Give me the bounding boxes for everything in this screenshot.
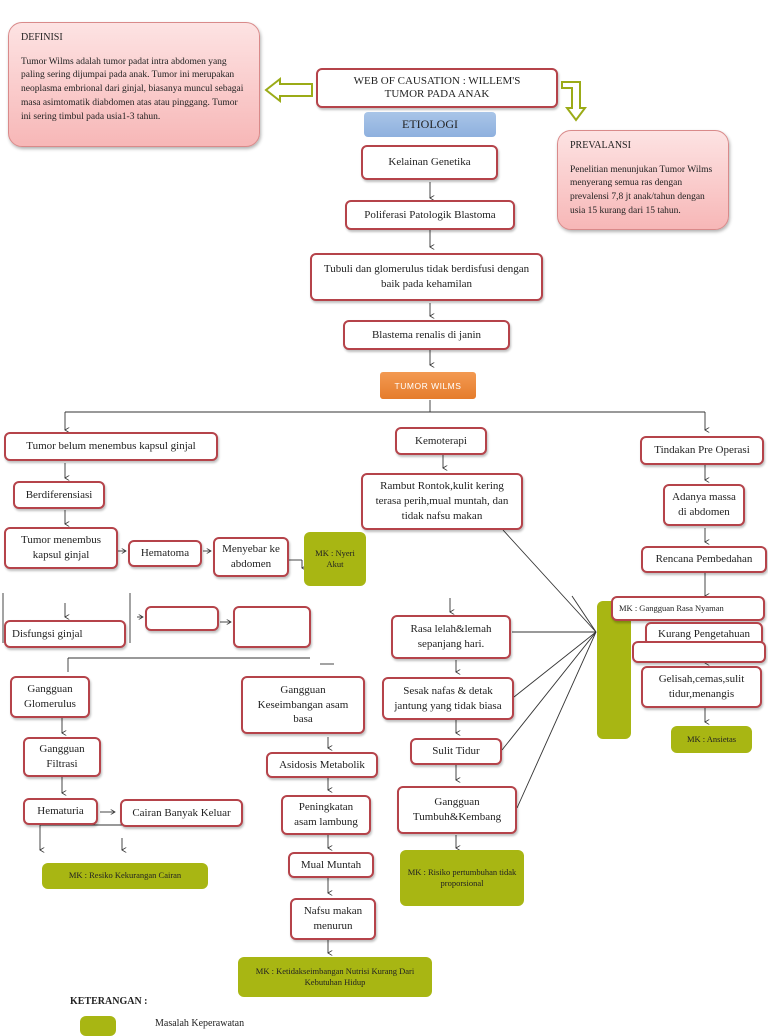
- node-rencana-pembedahan: Rencana Pembedahan: [641, 546, 767, 573]
- definisi-title: DEFINISI: [21, 32, 63, 43]
- legend-title: KETERANGAN :: [70, 996, 148, 1007]
- node-disfungsi-ginjal: Disfungsi ginjal: [4, 620, 126, 648]
- diagram-title-box: WEB OF CAUSATION : WILLEM'S TUMOR PADA A…: [316, 68, 558, 108]
- node-gangguan-filtrasi: Gangguan Filtrasi: [23, 737, 101, 777]
- node-tumor-menembus: Tumor menembus kapsul ginjal: [4, 527, 118, 569]
- node-nafsu-makan-menurun: Nafsu makan menurun: [290, 898, 376, 940]
- node-hematuria: Hematuria: [23, 798, 98, 825]
- node-keseimbangan-asam-basa: Gangguan Keseimbangan asam basa: [241, 676, 365, 734]
- node-rasa-lelah: Rasa lelah&lemah sepanjang hari.: [391, 615, 511, 659]
- node-tubuli: Tubuli dan glomerulus tidak berdisfusi d…: [310, 253, 543, 301]
- legend-swatch: [80, 1016, 116, 1036]
- mk-risiko-pertumbuhan: MK : Risiko pertumbuhan tidak proporsion…: [400, 850, 524, 906]
- left-hollow-arrow-icon: [264, 76, 313, 104]
- prevalensi-title: PREVALANSI: [570, 140, 631, 151]
- node-gangguan-tumbuh-kembang: Gangguan Tumbuh&Kembang: [397, 786, 517, 834]
- node-tumor-belum-menembus: Tumor belum menembus kapsul ginjal: [4, 432, 218, 461]
- mk-ansietas: MK : Ansietas: [671, 726, 752, 753]
- node-rasa-nyaman-box: MK : Gangguan Rasa Nyaman: [611, 596, 765, 621]
- node-menyebar: Menyebar ke abdomen: [213, 537, 289, 577]
- mk-gangguan-rasa-nyaman: [597, 601, 631, 739]
- node-sulit-tidur: Sulit Tidur: [410, 738, 502, 765]
- mk-nyeri-akut: MK : Nyeri Akut: [304, 532, 366, 586]
- diagram-title-line2: TUMOR PADA ANAK: [384, 88, 490, 100]
- node-adanya-massa: Adanya massa di abdomen: [663, 484, 745, 526]
- definisi-card: DEFINISI Tumor Wilms adalah tumor padat …: [8, 22, 260, 147]
- etiologi-label: ETIOLOGI: [364, 112, 496, 137]
- node-blastema: Blastema renalis di janin: [343, 320, 510, 350]
- node-gelisah-cemas: Gelisah,cemas,sulit tidur,menangis: [641, 666, 762, 708]
- mk-resiko-kekurangan-cairan: MK : Resiko Kekurangan Cairan: [42, 863, 208, 889]
- node-asidosis-metabolik: Asidosis Metabolik: [266, 752, 378, 778]
- node-peningkatan-asam-lambung: Peningkatan asam lambung: [281, 795, 371, 835]
- node-hematoma: Hematoma: [128, 540, 202, 567]
- node-mual-muntah: Mual Muntah: [288, 852, 374, 878]
- down-hollow-arrow-icon: [561, 81, 587, 122]
- diagram-title-line1: WEB OF CAUSATION : WILLEM'S: [353, 74, 521, 87]
- node-empty-3: [632, 641, 766, 663]
- node-empty-2: [233, 606, 311, 648]
- node-sesak-nafas: Sesak nafas & detak jantung yang tidak b…: [382, 677, 514, 720]
- node-gangguan-glomerulus: Gangguan Glomerulus: [10, 676, 90, 718]
- tumor-wilms-label: TUMOR WILMS: [380, 372, 476, 399]
- node-efek-kemoterapi: Rambut Rontok,kulit kering terasa perih,…: [361, 473, 523, 530]
- node-kemoterapi: Kemoterapi: [395, 427, 487, 455]
- node-kelainan-genetika: Kelainan Genetika: [361, 145, 498, 180]
- node-empty-1: [145, 606, 219, 631]
- node-cairan-banyak-keluar: Cairan Banyak Keluar: [120, 799, 243, 827]
- node-berdiferensiasi: Berdiferensiasi: [13, 481, 105, 509]
- node-poliferasi: Poliferasi Patologik Blastoma: [345, 200, 515, 230]
- prevalensi-card: PREVALANSI Penelitian menunjukan Tumor W…: [557, 130, 729, 230]
- mk-rasa-nyaman-text: MK : Gangguan Rasa Nyaman: [619, 602, 724, 613]
- definisi-text: Tumor Wilms adalah tumor padat intra abd…: [21, 56, 244, 122]
- mk-nutrisi: MK : Ketidakseimbangan Nutrisi Kurang Da…: [238, 957, 432, 997]
- prevalensi-text: Penelitian menunjukan Tumor Wilms menyer…: [570, 164, 713, 216]
- node-tindakan-pre-operasi: Tindakan Pre Operasi: [640, 436, 764, 465]
